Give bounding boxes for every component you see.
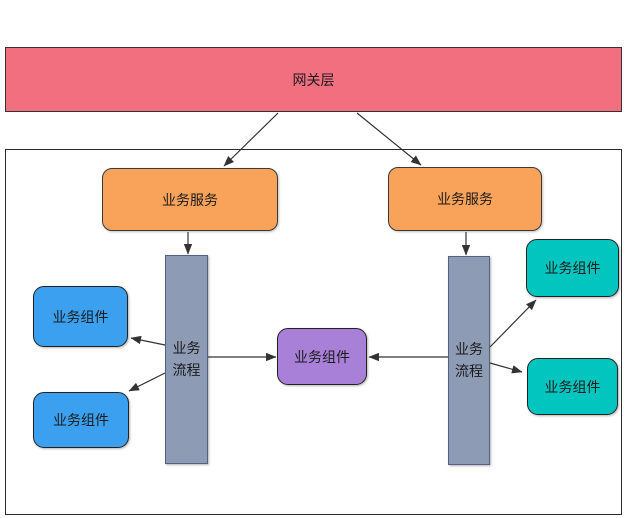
business-process-left-label: 业务 流程 [172, 340, 201, 379]
business-component-left-top-label: 业务组件 [52, 309, 109, 326]
gateway-layer-label: 网关层 [292, 72, 335, 89]
business-component-center-node: 业务组件 [277, 328, 367, 385]
business-process-right-label: 业务 流程 [455, 341, 483, 380]
business-process-right-node: 业务 流程 [448, 256, 490, 465]
business-service-right-node: 业务服务 [388, 167, 542, 231]
business-component-right-bottom-node: 业务组件 [527, 358, 618, 415]
business-process-left-node: 业务 流程 [165, 255, 208, 464]
business-component-left-bottom-label: 业务组件 [53, 413, 109, 429]
business-component-left-bottom-node: 业务组件 [33, 392, 129, 448]
business-component-right-bottom-label: 业务组件 [544, 379, 601, 396]
business-service-right-label: 业务服务 [437, 192, 493, 208]
business-component-right-top-node: 业务组件 [526, 239, 619, 297]
business-service-left-label: 业务服务 [162, 192, 218, 209]
business-component-center-label: 业务组件 [294, 349, 350, 366]
gateway-layer-node: 网关层 [5, 47, 622, 112]
business-component-left-top-node: 业务组件 [33, 286, 128, 347]
business-service-left-node: 业务服务 [102, 168, 278, 231]
business-component-right-top-label: 业务组件 [544, 261, 601, 277]
